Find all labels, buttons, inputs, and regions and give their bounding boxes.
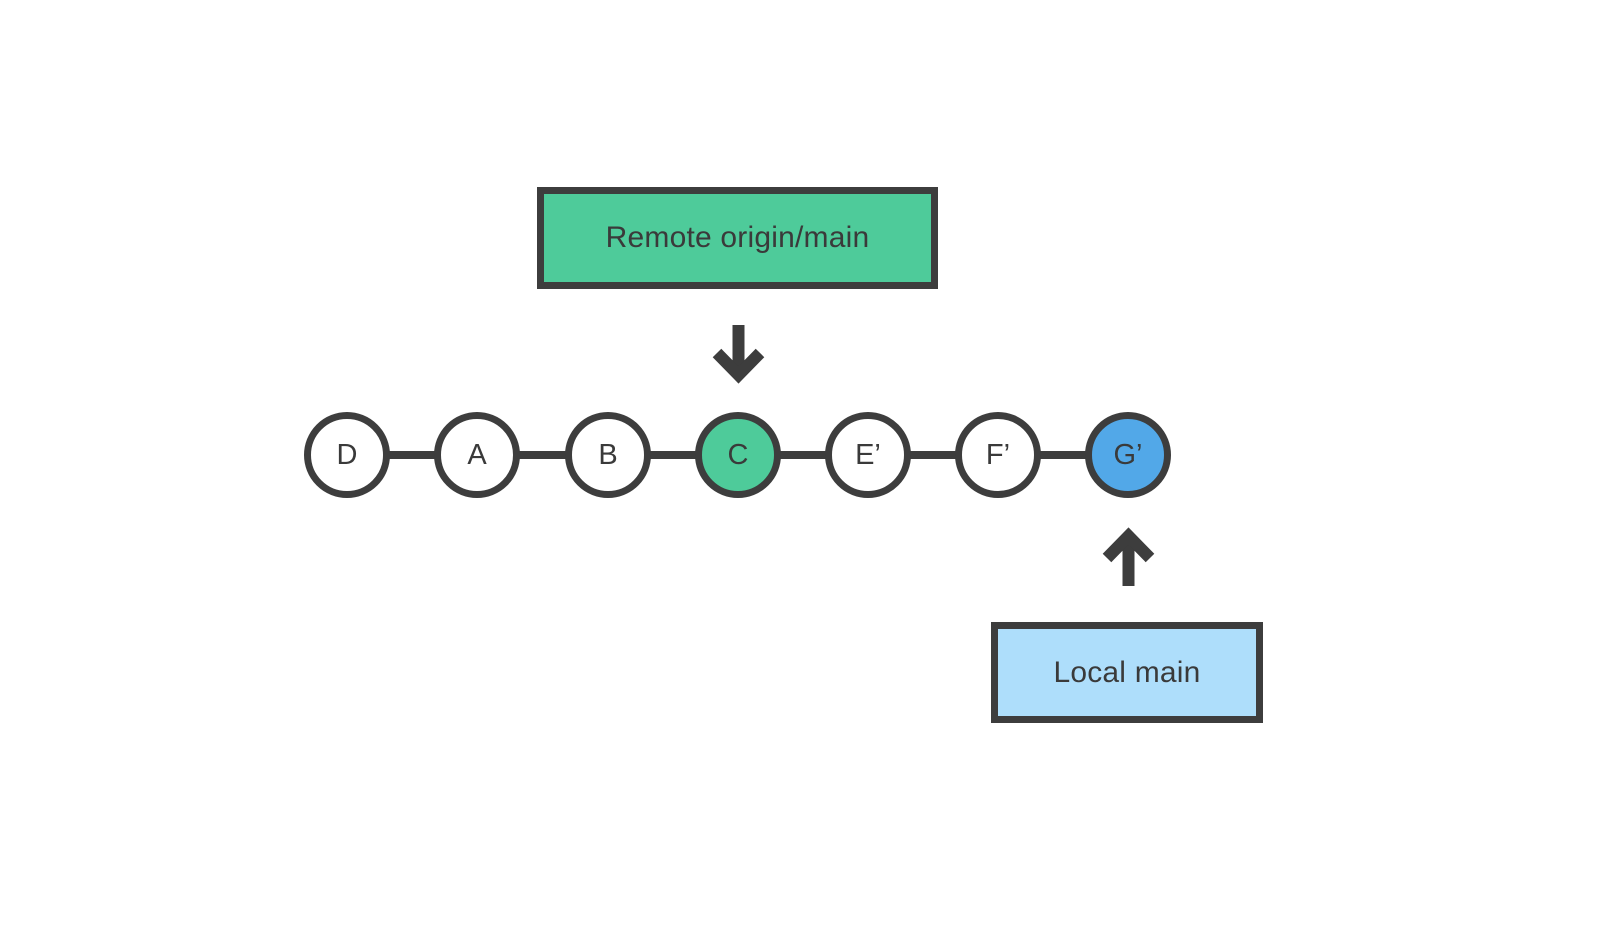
remote-pointer-arrow-down-icon	[712, 325, 765, 384]
commit-link-e-f	[907, 451, 965, 459]
commit-link-d-a	[386, 451, 444, 459]
commit-node-d[interactable]: D	[304, 412, 390, 498]
local-pointer-arrow-up-icon	[1102, 527, 1155, 586]
commit-node-f-prime-label: F’	[985, 438, 1011, 471]
commit-node-g-prime[interactable]: G’	[1085, 412, 1171, 498]
commit-node-e-prime[interactable]: E’	[825, 412, 911, 498]
remote-branch-label-box: Remote origin/main	[537, 187, 938, 289]
commit-node-c[interactable]: C	[695, 412, 781, 498]
local-branch-label-box: Local main	[991, 622, 1263, 723]
commit-link-f-g	[1037, 451, 1095, 459]
local-branch-label-text: Local main	[1053, 655, 1201, 689]
commit-node-d-label: D	[336, 438, 358, 471]
commit-node-b-label: B	[598, 438, 618, 471]
commit-node-b[interactable]: B	[565, 412, 651, 498]
commit-node-e-prime-label: E’	[855, 438, 881, 471]
commit-link-a-b	[516, 451, 574, 459]
commit-node-c-label: C	[727, 438, 749, 471]
commit-link-b-c	[647, 451, 705, 459]
commit-node-g-prime-label: G’	[1113, 438, 1143, 471]
commit-link-c-e	[777, 451, 835, 459]
commit-node-a-label: A	[467, 438, 487, 471]
commit-node-f-prime[interactable]: F’	[955, 412, 1041, 498]
commit-node-a[interactable]: A	[434, 412, 520, 498]
remote-branch-label-text: Remote origin/main	[605, 221, 870, 254]
